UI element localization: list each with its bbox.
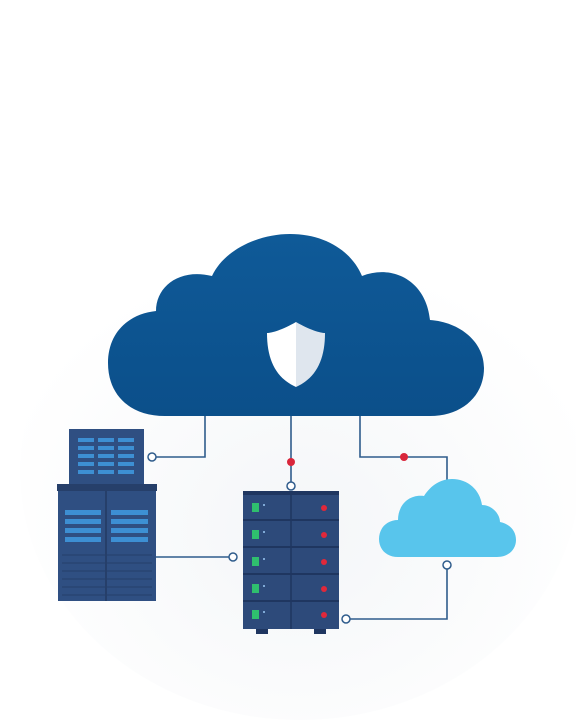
secondary-cloud-icon: [379, 479, 516, 557]
building-lower-windows: [65, 510, 148, 542]
server-foot-right: [314, 629, 326, 634]
server-small-dots: [263, 504, 265, 613]
building-vents: [62, 554, 152, 596]
line-cloud-to-building: [153, 412, 206, 458]
server-red-leds: [321, 505, 327, 618]
building-top-windows: [78, 438, 134, 474]
building-ledge: [57, 484, 157, 491]
connection-nodes: [147, 452, 452, 624]
node-secondary-cloud-bottom: [442, 560, 452, 570]
node-building-server: [228, 552, 238, 562]
main-cloud: [108, 234, 484, 416]
server-units: [243, 519, 339, 602]
node-server-right: [341, 614, 351, 624]
server-foot-left: [256, 629, 268, 634]
node-cloud-line-red: [400, 453, 408, 461]
shield-icon: [267, 322, 325, 387]
line-server-to-secondary-cloud: [347, 566, 448, 620]
office-building-icon: [57, 429, 157, 601]
server-green-leds: [252, 503, 259, 619]
server-rack-icon: [243, 491, 339, 634]
node-server-top-red: [287, 458, 295, 466]
node-building-top: [147, 452, 157, 462]
node-server-top: [286, 481, 296, 491]
